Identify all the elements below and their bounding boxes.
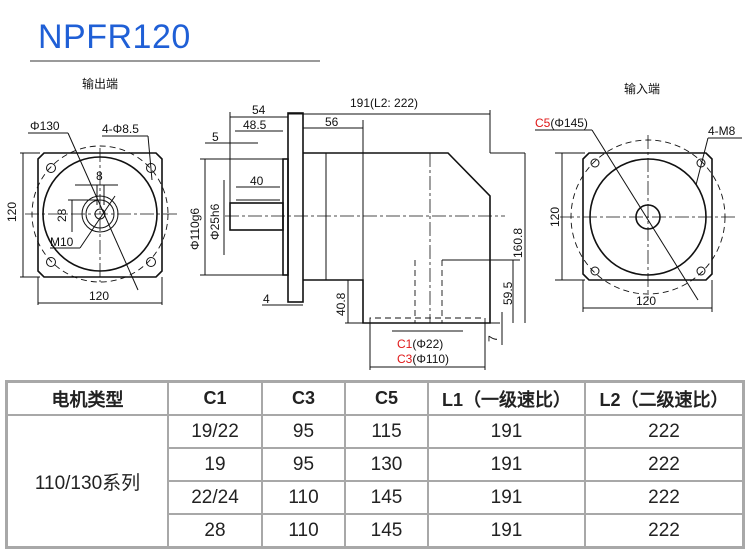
input-end-label: 输入端 — [624, 81, 660, 96]
dim-40-8: 40.8 — [334, 292, 348, 316]
dim-54: 54 — [252, 103, 266, 117]
dim-160-8: 160.8 — [511, 228, 525, 258]
cell-l2: 222 — [584, 513, 745, 549]
cell-c1: 28 — [167, 513, 263, 549]
c3-value: (Φ110) — [412, 352, 449, 366]
spec-table: 电机类型 C1 C3 C5 L1（一级速比） L2（二级速比） 110/130系… — [5, 380, 745, 549]
cell-l1: 191 — [427, 513, 586, 549]
dim-120-horizontal: 120 — [89, 289, 109, 303]
cell-c5: 130 — [344, 447, 429, 482]
output-end-label: 输出端 — [82, 76, 118, 91]
c5-label: C5 — [535, 116, 551, 130]
table-header-row: 电机类型 C1 C3 C5 L1（一级速比） L2（二级速比） — [5, 380, 745, 416]
header-l2: L2（二级速比） — [584, 380, 745, 416]
cell-c5: 115 — [344, 414, 429, 449]
input-end-view: 输入端 C5(Φ145) 4-M8 120 120 — [535, 81, 742, 312]
dim-120-horizontal-input: 120 — [636, 294, 656, 308]
dim-c3: C3(Φ110) — [397, 352, 449, 366]
cell-l2: 222 — [584, 414, 745, 449]
dim-120-vertical: 120 — [5, 202, 19, 222]
motor-series-cell: 110/130系列 — [5, 414, 169, 549]
dim-4-m8: 4-M8 — [708, 124, 736, 138]
cell-l1: 191 — [427, 480, 586, 515]
header-c5: C5 — [344, 380, 429, 416]
page-title: NPFR120 — [38, 18, 191, 56]
dim-59-5: 59.5 — [501, 281, 515, 305]
c3-label: C3 — [397, 352, 413, 366]
dim-7: 7 — [486, 335, 500, 342]
dim-c5: C5(Φ145) — [535, 116, 588, 130]
header-l1: L1（一级速比） — [427, 380, 586, 416]
cell-c3: 110 — [261, 513, 346, 549]
cell-c3: 110 — [261, 480, 346, 515]
c5-value: (Φ145) — [550, 116, 588, 130]
dim-phi110g6: Φ110g6 — [188, 208, 202, 250]
dim-191: 191(L2: 222) — [350, 96, 418, 110]
dim-28: 28 — [55, 208, 69, 222]
table-row: 110/130系列 19/22 95 115 191 222 — [5, 414, 745, 549]
cell-c1: 22/24 — [167, 480, 263, 515]
dim-key-8: 8 — [96, 169, 103, 183]
dim-5: 5 — [212, 130, 219, 144]
cell-l1: 191 — [427, 414, 586, 449]
dim-120-vertical-input: 120 — [548, 207, 562, 227]
c1-label: C1 — [397, 337, 413, 351]
dim-m10: M10 — [50, 235, 74, 249]
c1-value: (Φ22) — [412, 337, 443, 351]
cell-l2: 222 — [584, 480, 745, 515]
cell-l2: 222 — [584, 447, 745, 482]
table-row: 19 95 130 191 222 — [7, 447, 745, 482]
cell-c1: 19/22 — [167, 414, 263, 449]
dim-phi130: Φ130 — [30, 119, 60, 133]
title-rule — [30, 60, 320, 62]
table-row: 28 110 145 191 222 — [7, 513, 745, 549]
dim-4: 4 — [263, 292, 270, 306]
cell-l1: 191 — [427, 447, 586, 482]
header-motor-type: 电机类型 — [5, 380, 169, 416]
output-end-view: 输出端 120 120 Φ130 4-Φ8.5 8 28 M10 — [5, 76, 178, 305]
cell-c1: 19 — [167, 447, 263, 482]
cell-c5: 145 — [344, 513, 429, 549]
header-c3: C3 — [261, 380, 346, 416]
dim-holes: 4-Φ8.5 — [102, 122, 139, 136]
header-c1: C1 — [167, 380, 263, 416]
side-view: 54 48.5 5 40 191(L2: 222) 56 Φ110g6 Φ25h… — [188, 96, 526, 370]
cell-c3: 95 — [261, 414, 346, 449]
cell-c5: 145 — [344, 480, 429, 515]
technical-drawing: 输出端 120 120 Φ130 4-Φ8.5 8 28 M10 — [5, 76, 742, 370]
dim-48-5: 48.5 — [243, 118, 267, 132]
dim-c1: C1(Φ22) — [397, 337, 443, 351]
dim-phi25h6: Φ25h6 — [208, 203, 222, 240]
dim-40: 40 — [250, 174, 264, 188]
dim-56: 56 — [325, 115, 339, 129]
table-row: 22/24 110 145 191 222 — [7, 480, 745, 515]
cell-c3: 95 — [261, 447, 346, 482]
